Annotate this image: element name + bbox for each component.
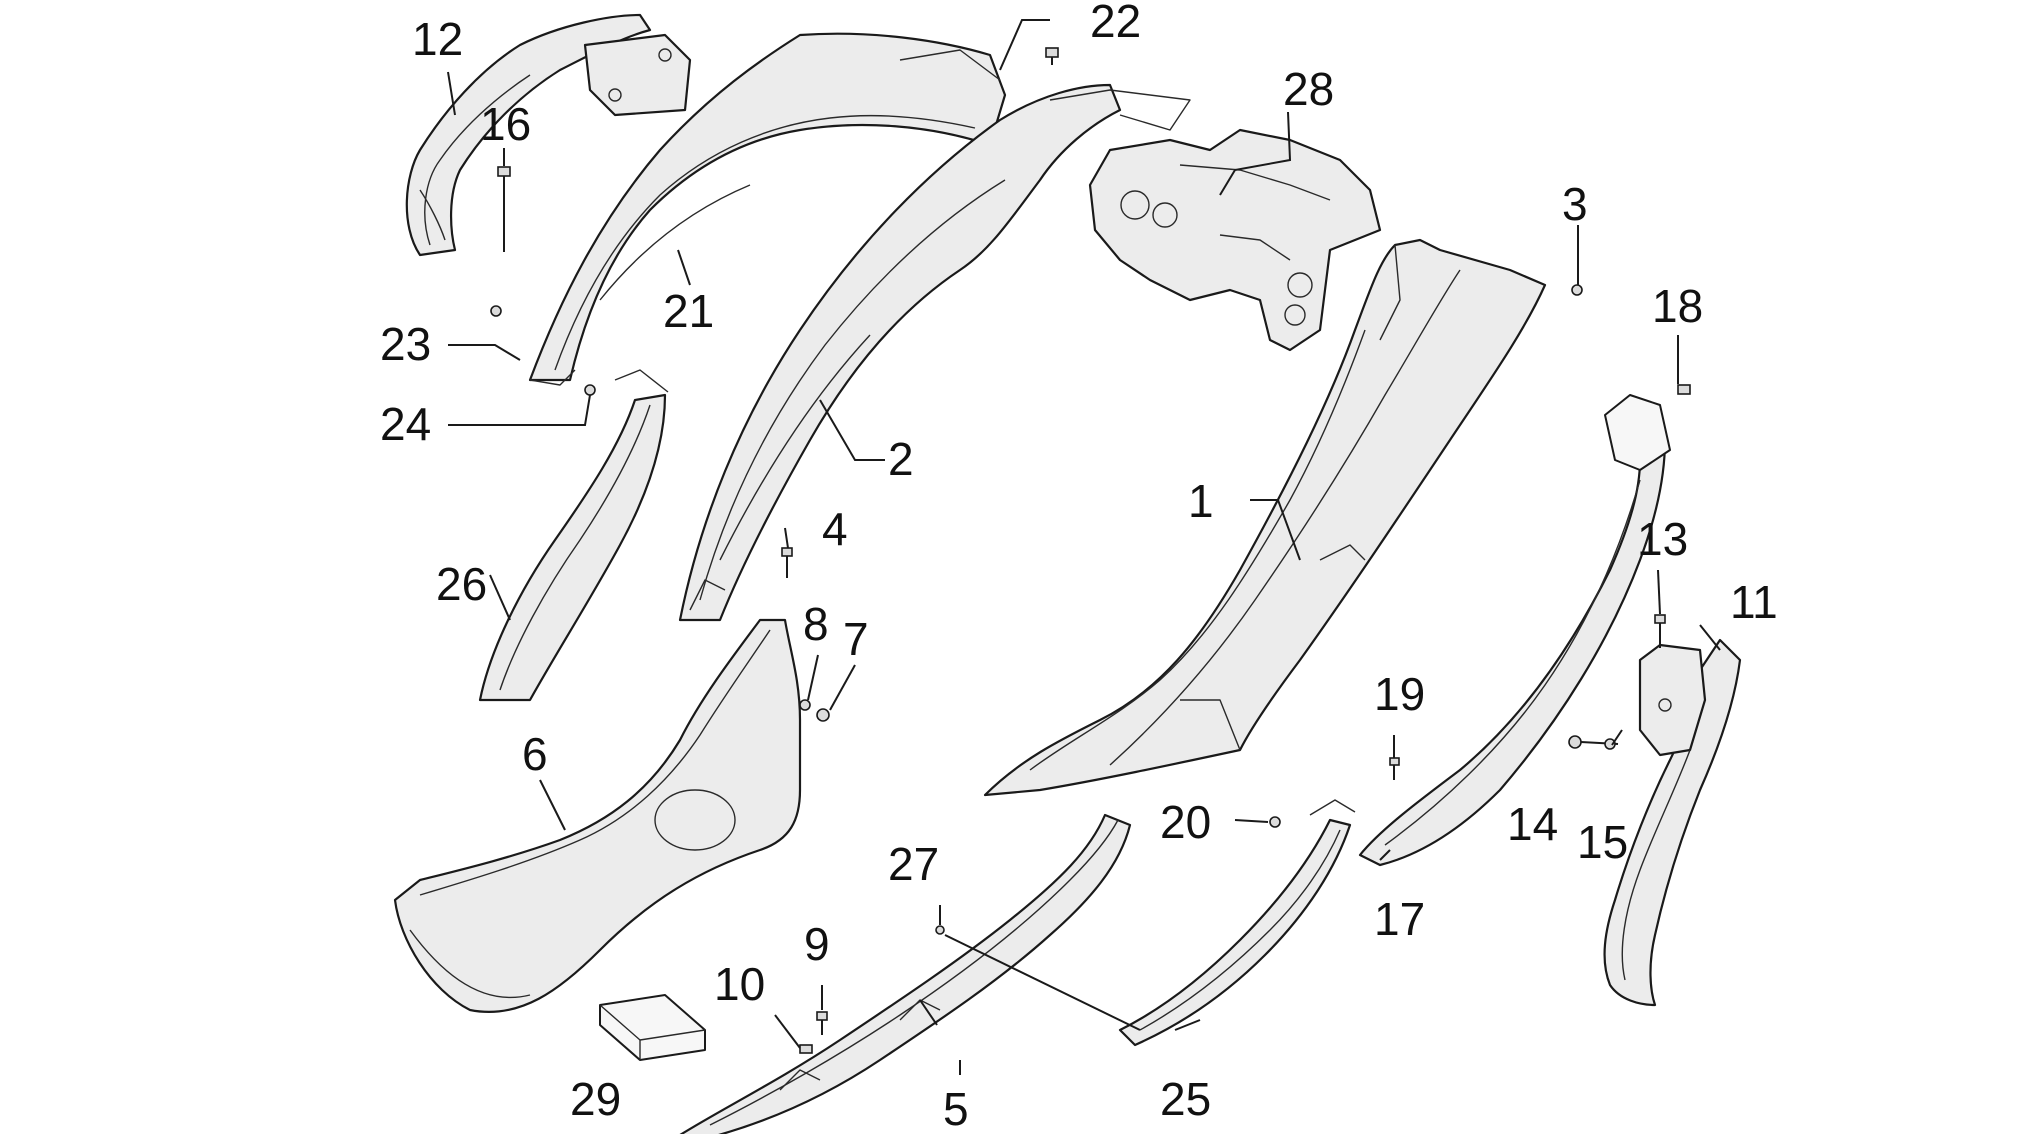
washer-8 bbox=[799, 699, 811, 711]
screw-18 bbox=[1677, 384, 1691, 395]
callout-15: 15 bbox=[1577, 816, 1628, 868]
callout-21: 21 bbox=[663, 285, 714, 337]
part-1-main-body-cover bbox=[983, 238, 1547, 797]
screw-7 bbox=[816, 708, 830, 722]
screw-19 bbox=[1389, 757, 1400, 780]
callout-27: 27 bbox=[888, 838, 939, 890]
callout-23: 23 bbox=[380, 318, 431, 370]
part-26-trim bbox=[478, 369, 669, 702]
callout-7: 7 bbox=[843, 613, 869, 665]
screw-9 bbox=[816, 1011, 828, 1035]
part-12-grab-handle bbox=[405, 13, 692, 257]
callout-10: 10 bbox=[714, 958, 765, 1010]
clip-24 bbox=[584, 384, 596, 396]
callout-labels: 1 2 3 4 5 6 7 8 9 10 11 12 13 14 15 16 1… bbox=[380, 0, 1778, 1134]
callout-20: 20 bbox=[1160, 796, 1211, 848]
callout-1: 1 bbox=[1188, 475, 1214, 527]
callout-19: 19 bbox=[1374, 668, 1425, 720]
callout-13: 13 bbox=[1637, 513, 1688, 565]
callout-3: 3 bbox=[1562, 178, 1588, 230]
part-25-lower-strip bbox=[1118, 799, 1356, 1047]
part-11-grab-handle bbox=[1603, 638, 1742, 1007]
callout-25: 25 bbox=[1160, 1073, 1211, 1125]
screw-22 bbox=[1045, 47, 1059, 65]
part-21-upper-side-cover bbox=[528, 32, 1007, 386]
screw-23 bbox=[490, 305, 502, 317]
part-28-inner-bracket bbox=[1088, 128, 1382, 352]
callout-2: 2 bbox=[888, 433, 914, 485]
callout-11: 11 bbox=[1730, 576, 1778, 628]
part-29-pad bbox=[599, 994, 706, 1061]
callout-14: 14 bbox=[1507, 798, 1558, 850]
screw-27 bbox=[935, 925, 945, 935]
leader-lines bbox=[447, 19, 1721, 1075]
callout-18: 18 bbox=[1652, 280, 1703, 332]
callout-6: 6 bbox=[522, 728, 548, 780]
callout-26: 26 bbox=[436, 558, 487, 610]
hardware bbox=[490, 47, 1691, 1054]
part-2-side-panel bbox=[678, 83, 1191, 622]
callout-22: 22 bbox=[1090, 0, 1141, 47]
callout-29: 29 bbox=[570, 1073, 621, 1125]
callout-5: 5 bbox=[943, 1083, 969, 1134]
screw-3 bbox=[1571, 284, 1583, 296]
callout-17: 17 bbox=[1374, 893, 1425, 945]
callout-16: 16 bbox=[480, 98, 531, 150]
callout-4: 4 bbox=[822, 503, 848, 555]
part-17-side-strip bbox=[1358, 394, 1671, 867]
callout-28: 28 bbox=[1283, 63, 1334, 115]
part-6-floor-cover bbox=[393, 618, 802, 1013]
screw-16 bbox=[497, 166, 511, 252]
washer-15 bbox=[1604, 738, 1616, 750]
callout-12: 12 bbox=[412, 13, 463, 65]
clip-10 bbox=[799, 1044, 813, 1054]
callout-9: 9 bbox=[804, 918, 830, 970]
callout-8: 8 bbox=[803, 598, 829, 650]
screw-13 bbox=[1654, 614, 1666, 648]
screw-4 bbox=[781, 547, 793, 578]
clip-20 bbox=[1269, 816, 1281, 828]
callout-24: 24 bbox=[380, 398, 431, 450]
